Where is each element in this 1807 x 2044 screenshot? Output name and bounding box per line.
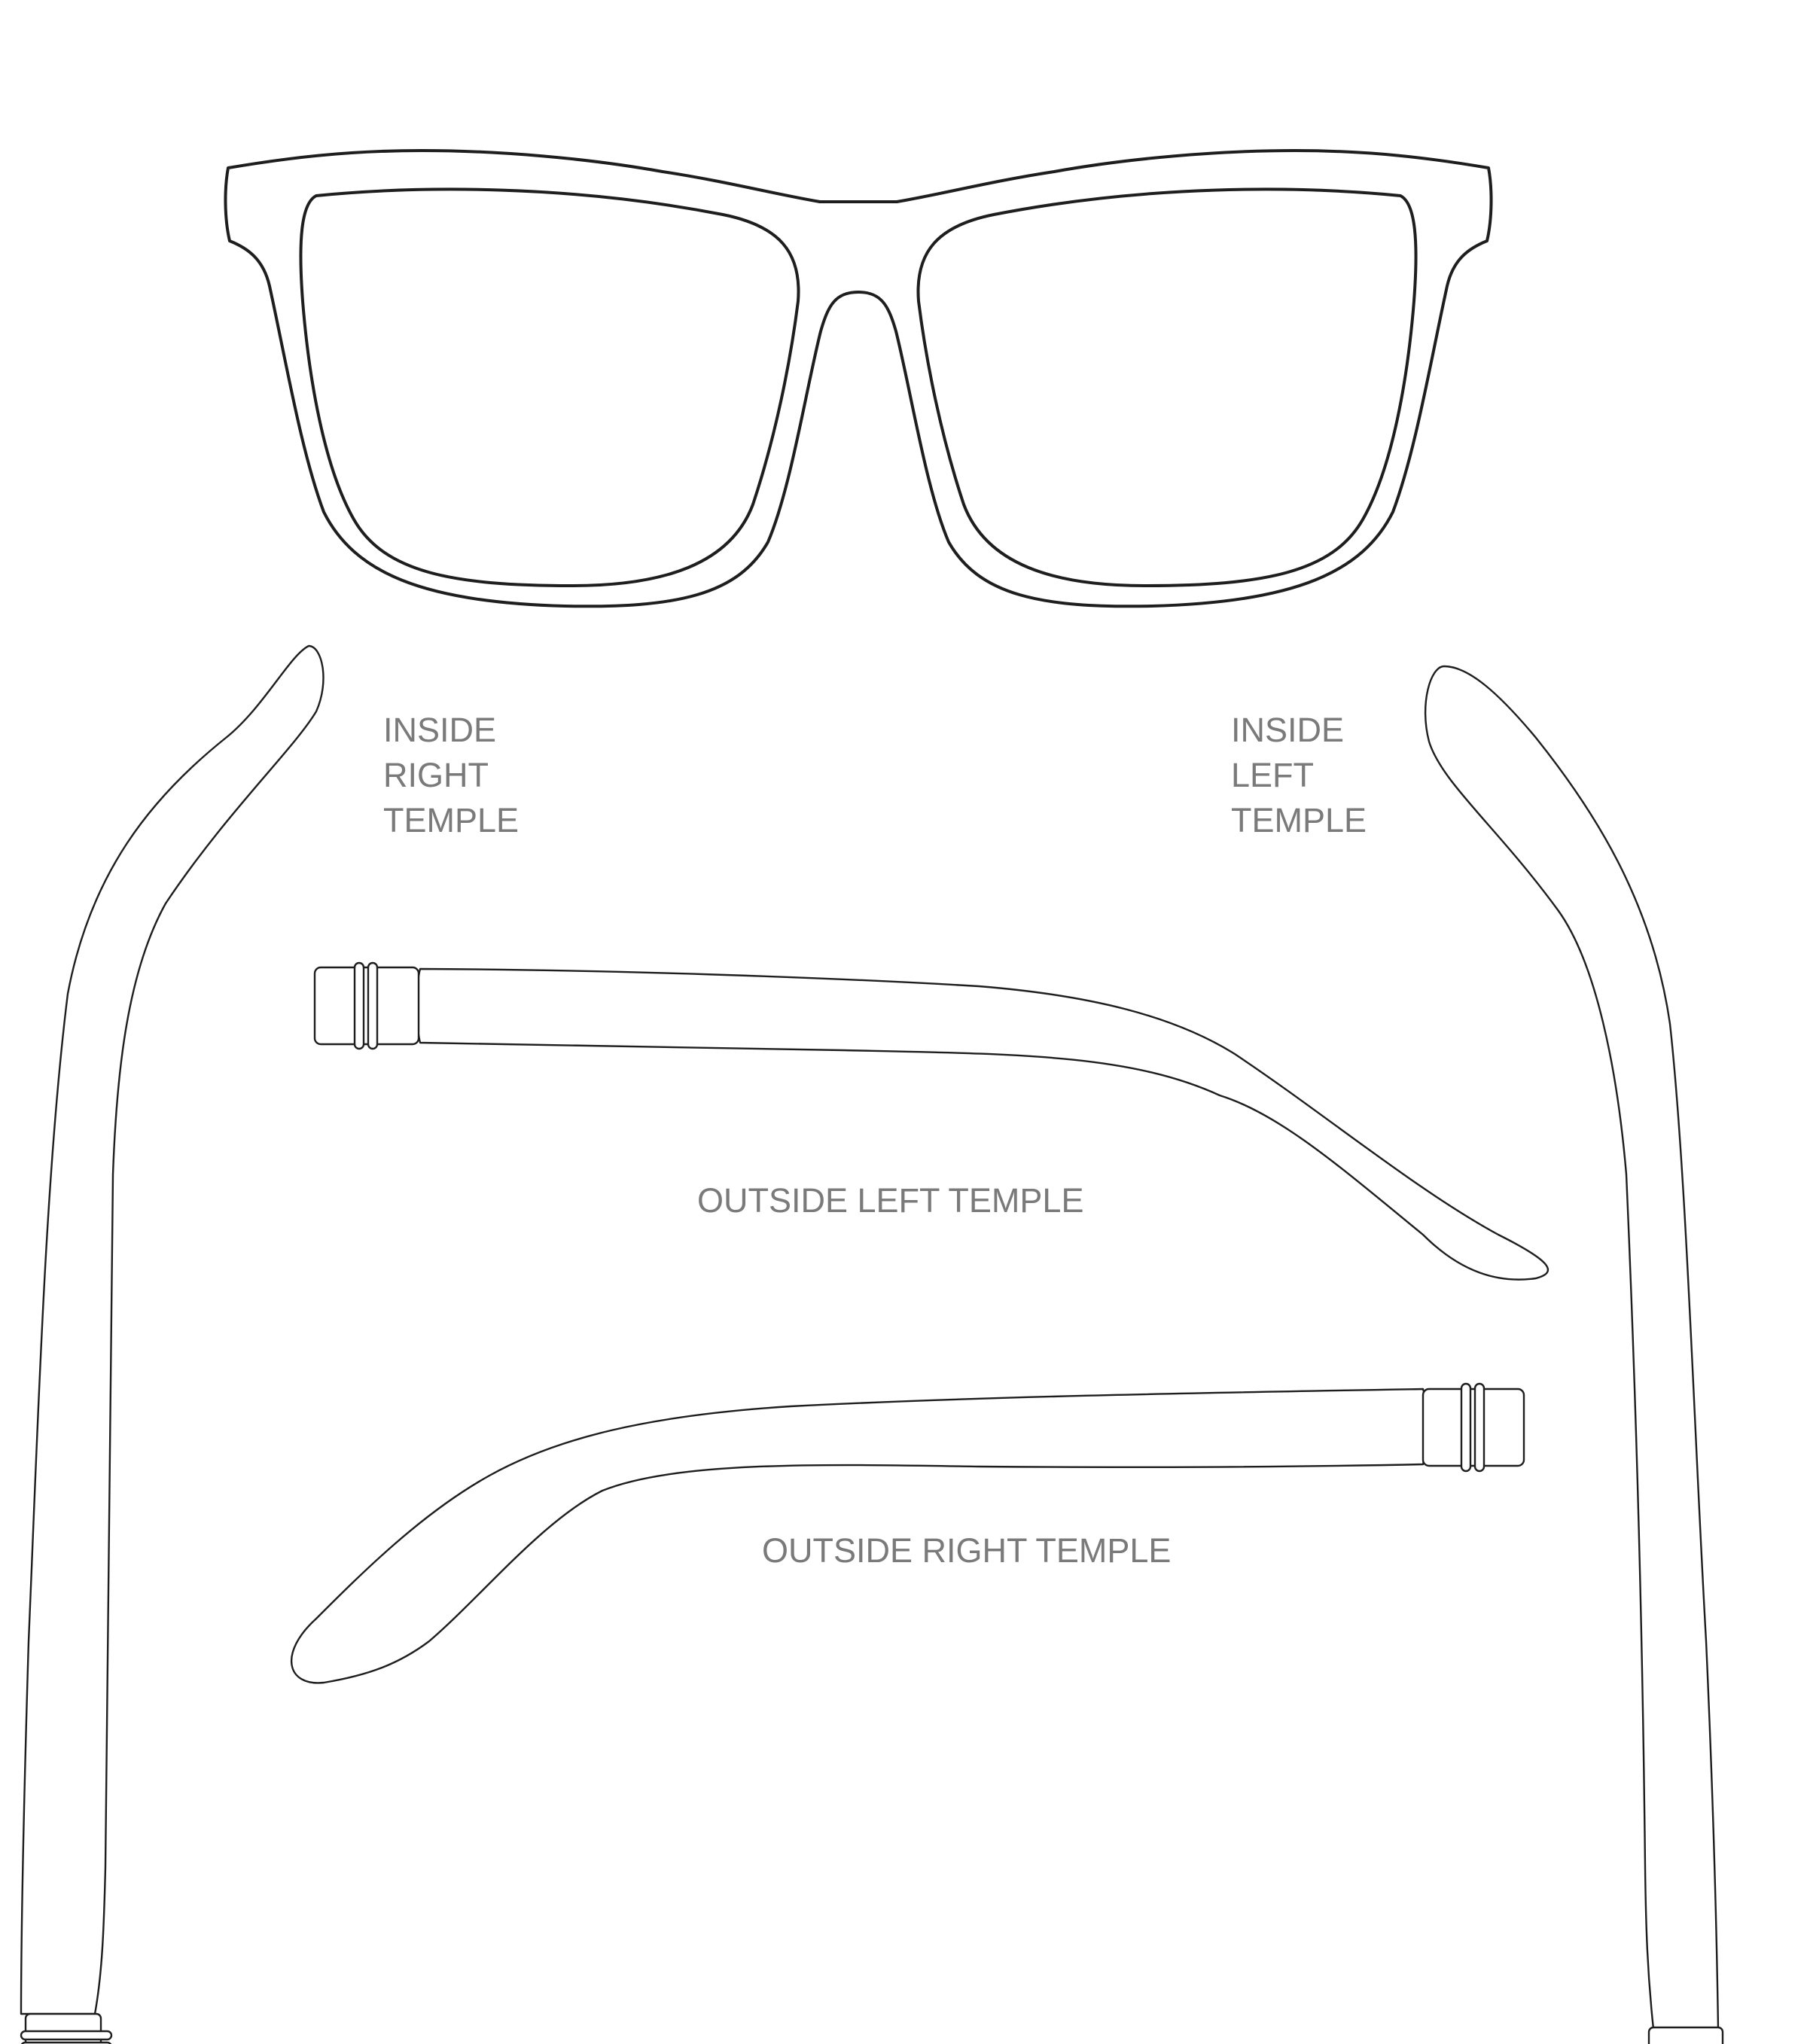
inside-left-temple-tip	[1647, 2026, 1724, 2044]
label-inside-left-line-3: TEMPLE	[1231, 801, 1367, 839]
label-outside-right-temple: OUTSIDE RIGHT TEMPLE	[762, 1531, 1172, 1570]
outside-right-temple-hinge	[1422, 1388, 1525, 1467]
label-outside-left-temple: OUTSIDE LEFT TEMPLE	[697, 1181, 1084, 1220]
inside-right-temple-arm-outline	[20, 644, 325, 2015]
outside-left-temple-ring-2	[367, 961, 379, 1050]
label-inside-right-line-2: RIGHT	[383, 756, 489, 794]
front-frame	[224, 149, 1493, 608]
outside-left-temple	[313, 961, 1550, 1281]
outside-right-temple	[290, 1382, 1525, 1684]
outside-right-temple-ring-2	[1473, 1382, 1486, 1473]
outside-left-temple-ring-1	[353, 961, 365, 1050]
left-lens-outline	[916, 187, 1418, 587]
inside-left-temple-arm-outline	[1424, 665, 1720, 2030]
label-inside-right-temple: INSIDE RIGHT TEMPLE	[383, 708, 519, 843]
inside-left-temple	[1424, 665, 1724, 2044]
outside-left-temple-arm-outline	[416, 967, 1550, 1281]
outside-left-temple-hinge	[313, 966, 420, 1046]
inside-right-temple-ring-1	[20, 2030, 113, 2041]
label-inside-left-line-2: LEFT	[1231, 756, 1315, 794]
outside-right-temple-ring-1	[1460, 1382, 1472, 1473]
outside-right-temple-arm-outline	[290, 1388, 1429, 1684]
frame-outer-outline	[224, 149, 1493, 608]
label-inside-right-line-1: INSIDE	[383, 711, 497, 749]
label-inside-left-line-1: INSIDE	[1231, 711, 1345, 749]
inside-right-temple	[20, 644, 325, 2044]
label-inside-left-temple: INSIDE LEFT TEMPLE	[1231, 708, 1367, 843]
label-inside-right-line-3: TEMPLE	[383, 801, 520, 839]
right-lens-outline	[299, 187, 800, 587]
